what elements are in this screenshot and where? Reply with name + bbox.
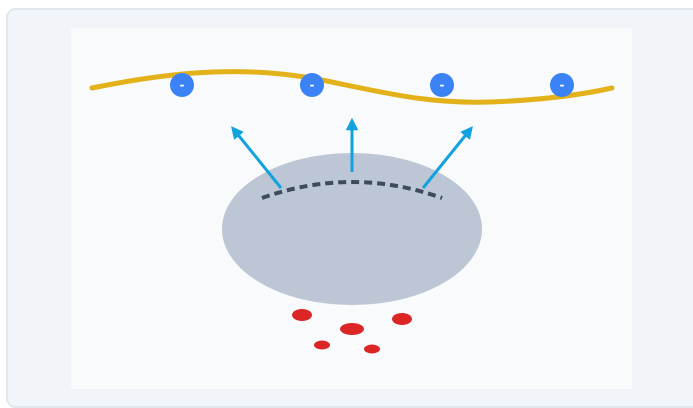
- negative-charge-1: -: [170, 73, 194, 97]
- red-particle-2: [340, 323, 364, 335]
- svg-text:-: -: [180, 78, 185, 92]
- wavy-wire: [89, 69, 615, 105]
- grey-ellipse-body: [222, 153, 482, 305]
- negative-charge-2: -: [300, 73, 324, 97]
- red-particle-3: [392, 313, 412, 325]
- red-particle-1: [292, 309, 312, 321]
- arrow-up-left: [231, 126, 283, 189]
- svg-text:-: -: [560, 78, 565, 92]
- red-particle-5: [364, 344, 380, 354]
- svg-text:-: -: [310, 78, 315, 92]
- svg-text:-: -: [440, 78, 445, 92]
- negative-charge-3: -: [430, 73, 454, 97]
- dashed-arc: [261, 180, 443, 200]
- red-particle-4: [314, 340, 330, 350]
- negative-charge-4: -: [550, 73, 574, 97]
- arrow-up-right: [421, 126, 473, 189]
